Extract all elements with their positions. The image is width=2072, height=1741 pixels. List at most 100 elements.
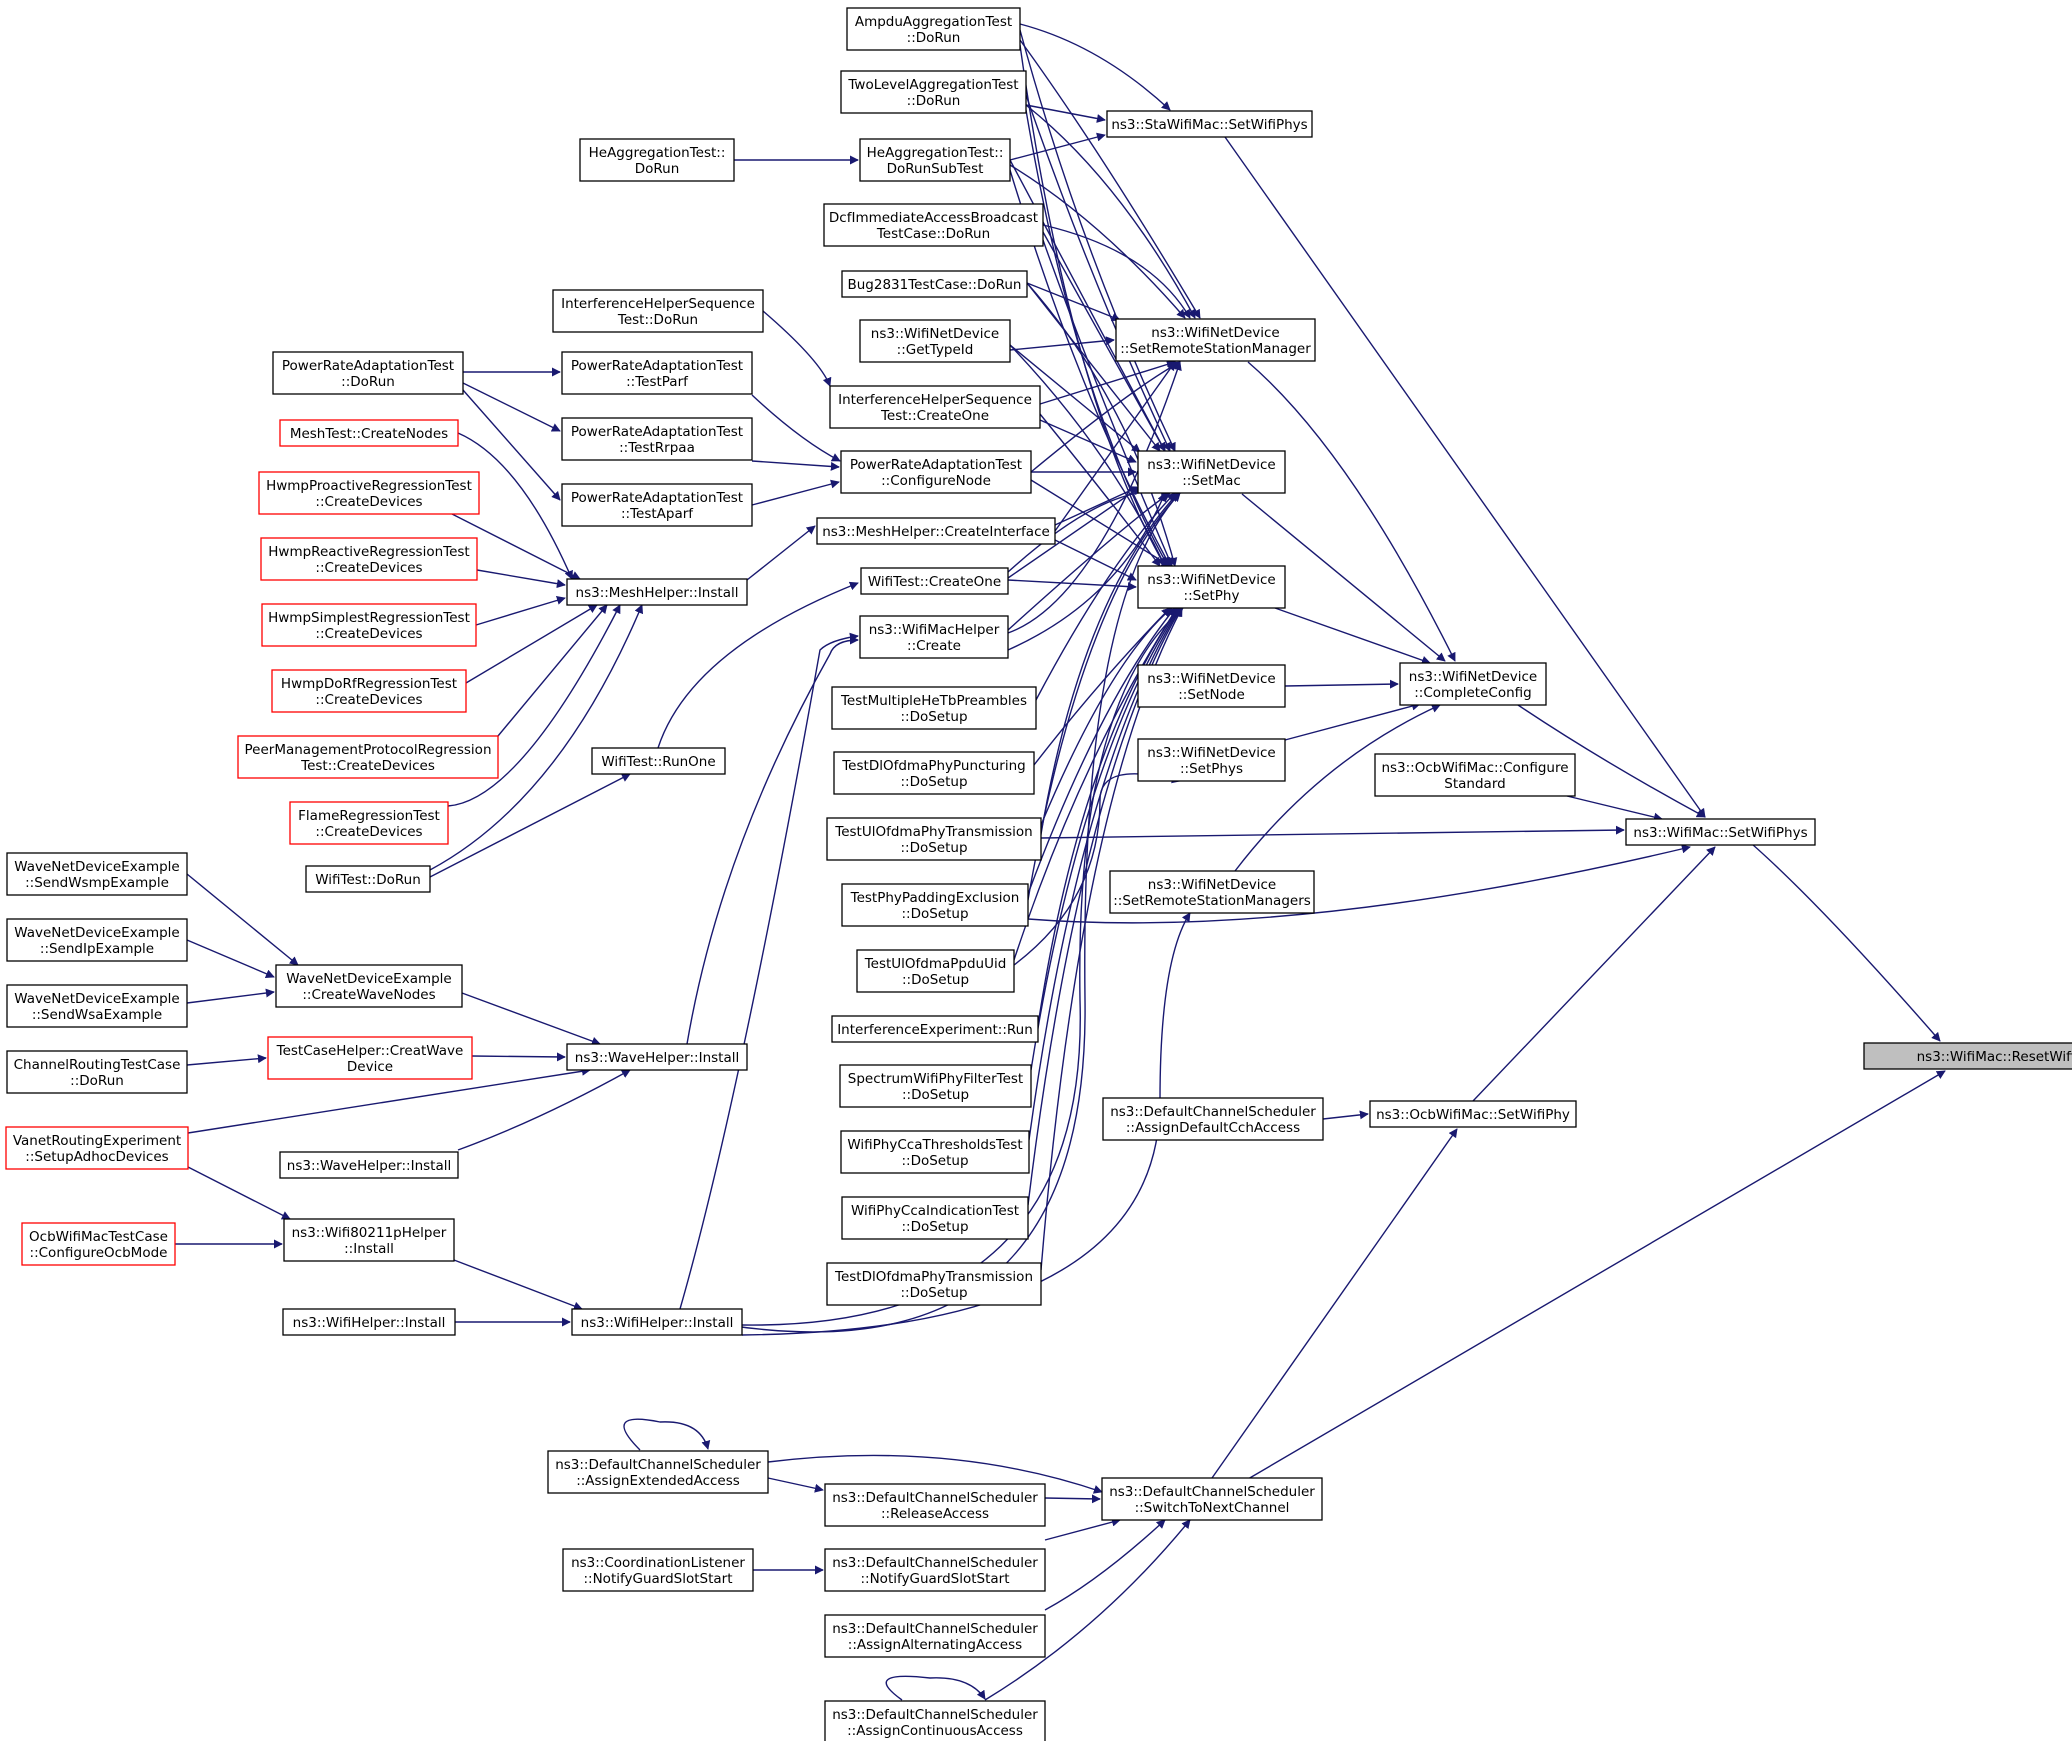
node-twolevel[interactable]: TwoLevelAggregationTest::DoRun — [840, 70, 1027, 114]
node-meshcreateif[interactable]: ns3::MeshHelper::CreateInterface — [816, 517, 1056, 545]
node-herun[interactable]: HeAggregationTest::DoRun — [579, 138, 735, 182]
node-label: ns3::DefaultChannelScheduler — [1109, 1484, 1315, 1500]
node-praaparf[interactable]: PowerRateAdaptationTest::TestAparf — [561, 483, 753, 527]
node-coordlistener[interactable]: ns3::CoordinationListener::NotifyGuardSl… — [562, 1548, 754, 1592]
call-edge — [751, 479, 840, 506]
call-edge — [187, 1166, 291, 1220]
node-dlofdmatx[interactable]: TestDlOfdmaPhyTransmission::DoSetup — [826, 1262, 1042, 1306]
call-edge — [657, 581, 859, 749]
node-wifihelperinstall2[interactable]: ns3::WifiHelper::Install — [282, 1308, 456, 1336]
call-edge — [1026, 282, 1121, 322]
node-ocbsetwifiphy[interactable]: ns3::OcbWifiMac::SetWifiPhy — [1369, 1100, 1577, 1128]
node-label: ns3::CoordinationListener — [571, 1555, 745, 1571]
node-hwmpdorf[interactable]: HwmpDoRfRegressionTest::CreateDevices — [271, 669, 467, 713]
node-wifihelperinstall[interactable]: ns3::WifiHelper::Install — [571, 1308, 743, 1336]
node-box — [562, 1548, 754, 1592]
node-createwavenodes[interactable]: WaveNetDeviceExample::CreateWaveNodes — [275, 964, 463, 1008]
node-pradorun[interactable]: PowerRateAdaptationTest::DoRun — [272, 351, 464, 395]
node-wifi80211p[interactable]: ns3::Wifi80211pHelper::Install — [283, 1218, 455, 1262]
node-label: WifiTest::CreateOne — [868, 574, 1001, 590]
node-ihscreateone[interactable]: InterferenceHelperSequenceTest::CreateOn… — [829, 385, 1041, 429]
node-assignextended[interactable]: ns3::DefaultChannelScheduler::AssignExte… — [547, 1450, 769, 1494]
node-wifitestrunone[interactable]: WifiTest::RunOne — [591, 747, 726, 775]
node-dlofdmapunct[interactable]: TestDlOfdmaPhyPuncturing::DoSetup — [833, 751, 1035, 795]
node-peermgmt[interactable]: PeerManagementProtocolRegressionTest::Cr… — [237, 735, 499, 779]
node-meshcreatenodes[interactable]: MeshTest::CreateNodes — [279, 419, 459, 447]
node-sendwsa[interactable]: WaveNetDeviceExample::SendWsaExample — [6, 984, 188, 1028]
node-hesub[interactable]: HeAggregationTest::DoRunSubTest — [859, 138, 1011, 182]
call-edge — [623, 1418, 711, 1451]
node-reset[interactable]: ns3::WifiMac::ResetWifiPhys — [1863, 1042, 2072, 1070]
node-setmac[interactable]: ns3::WifiNetDevice::SetMac — [1137, 450, 1286, 494]
node-wifitestdorun[interactable]: WifiTest::DoRun — [305, 865, 431, 893]
node-bug2831[interactable]: Bug2831TestCase::DoRun — [841, 270, 1028, 298]
node-dcf[interactable]: DcfImmediateAccessBroadcastTestCase::DoR… — [823, 203, 1044, 247]
node-prarrpaa[interactable]: PowerRateAdaptationTest::TestRrpaa — [561, 417, 753, 461]
node-label: DoRunSubTest — [887, 161, 984, 177]
node-label: PowerRateAdaptationTest — [282, 358, 454, 374]
node-box — [561, 351, 753, 395]
node-praconfig[interactable]: PowerRateAdaptationTest::ConfigureNode — [840, 450, 1032, 494]
node-label: ns3::WifiHelper::Install — [581, 1315, 734, 1331]
node-ulofdmatx[interactable]: TestUlOfdmaPhyTransmission::DoSetup — [826, 817, 1042, 861]
call-edge — [1007, 492, 1171, 631]
node-vanet[interactable]: VanetRoutingExperiment::SetupAdhocDevice… — [5, 1126, 189, 1170]
node-spectrumfilter[interactable]: SpectrumWifiPhyFilterTest::DoSetup — [839, 1064, 1032, 1108]
call-edge — [453, 1259, 583, 1311]
node-assigncontinuous[interactable]: ns3::DefaultChannelScheduler::AssignCont… — [824, 1700, 1046, 1741]
node-hwmpproactive[interactable]: HwmpProactiveRegressionTest::CreateDevic… — [258, 471, 480, 515]
node-ccaindic[interactable]: WifiPhyCcaIndicationTest::DoSetup — [841, 1196, 1029, 1240]
node-assigndefault[interactable]: ns3::DefaultChannelScheduler::AssignDefa… — [1102, 1097, 1324, 1141]
node-interfexp[interactable]: InterferenceExperiment::Run — [831, 1015, 1039, 1043]
node-hwmpreactive[interactable]: HwmpReactiveRegressionTest::CreateDevice… — [260, 537, 478, 581]
node-waveinstall[interactable]: ns3::WaveHelper::Install — [566, 1043, 748, 1071]
node-flame[interactable]: FlameRegressionTest::CreateDevices — [289, 801, 449, 845]
node-setrsms[interactable]: ns3::WifiNetDevice::SetRemoteStationMana… — [1109, 870, 1315, 914]
node-releaseaccess[interactable]: ns3::DefaultChannelScheduler::ReleaseAcc… — [824, 1483, 1046, 1527]
node-label: ::SendWsmpExample — [25, 875, 169, 891]
node-switchnext[interactable]: ns3::DefaultChannelScheduler::SwitchToNe… — [1101, 1477, 1323, 1521]
node-meshinstall[interactable]: ns3::MeshHelper::Install — [566, 578, 748, 606]
call-edge — [1019, 39, 1201, 319]
node-setphy[interactable]: ns3::WifiNetDevice::SetPhy — [1137, 565, 1286, 609]
node-chanrouting[interactable]: ChannelRoutingTestCase::DoRun — [6, 1050, 188, 1094]
node-label: AmpduAggregationTest — [855, 14, 1012, 30]
node-label: Standard — [1444, 776, 1505, 792]
node-box — [571, 1308, 743, 1336]
node-box — [840, 450, 1032, 494]
node-assignalternating[interactable]: ns3::DefaultChannelScheduler::AssignAlte… — [824, 1614, 1046, 1658]
node-label: ns3::Wifi80211pHelper — [292, 1225, 447, 1241]
node-label: HwmpReactiveRegressionTest — [268, 544, 469, 560]
node-setnode[interactable]: ns3::WifiNetDevice::SetNode — [1137, 664, 1286, 708]
node-wsmp[interactable]: WaveNetDeviceExample::SendWsmpExample — [6, 852, 188, 896]
node-ulppduuid[interactable]: TestUlOfdmaPpduUid::DoSetup — [856, 949, 1015, 993]
call-edge — [1009, 344, 1166, 567]
node-phypadding[interactable]: TestPhyPaddingExclusion::DoSetup — [841, 883, 1029, 927]
node-pratestparf[interactable]: PowerRateAdaptationTest::TestParf — [561, 351, 753, 395]
node-label: ::DoRun — [70, 1073, 124, 1089]
node-sendip[interactable]: WaveNetDeviceExample::SendIpExample — [6, 918, 188, 962]
node-setwifiphys[interactable]: ns3::WifiMac::SetWifiPhys — [1625, 818, 1816, 846]
node-wificreateone[interactable]: WifiTest::CreateOne — [860, 567, 1009, 595]
node-label: ns3::DefaultChannelScheduler — [1110, 1104, 1316, 1120]
node-ampdu[interactable]: AmpduAggregationTest::DoRun — [846, 7, 1021, 51]
node-ccathresh[interactable]: WifiPhyCcaThresholdsTest::DoSetup — [840, 1130, 1030, 1174]
node-notifyguard[interactable]: ns3::DefaultChannelScheduler::NotifyGuar… — [824, 1548, 1046, 1592]
node-stasetwifiphys[interactable]: ns3::StaWifiMac::SetWifiPhys — [1106, 110, 1313, 138]
node-gettypeid[interactable]: ns3::WifiNetDevice::GetTypeId — [859, 319, 1011, 363]
call-edge — [462, 382, 561, 432]
node-multiplehetb[interactable]: TestMultipleHeTbPreambles::DoSetup — [831, 686, 1037, 730]
node-completeconfig[interactable]: ns3::WifiNetDevice::CompleteConfig — [1399, 662, 1547, 706]
node-label: ns3::DefaultChannelScheduler — [832, 1707, 1038, 1723]
node-ocbtestcase[interactable]: OcbWifiMacTestCase::ConfigureOcbMode — [21, 1222, 176, 1266]
node-setrsm[interactable]: ns3::WifiNetDevice::SetRemoteStationMana… — [1115, 318, 1316, 362]
node-wifimachelper[interactable]: ns3::WifiMacHelper::Create — [859, 615, 1009, 659]
node-setphys[interactable]: ns3::WifiNetDevice::SetPhys — [1137, 738, 1286, 782]
node-waveinstall2[interactable]: ns3::WaveHelper::Install — [279, 1151, 459, 1179]
node-box — [833, 751, 1035, 795]
node-hwmpsimplest[interactable]: HwmpSimplestRegressionTest::CreateDevice… — [261, 603, 477, 647]
node-box — [859, 319, 1011, 363]
